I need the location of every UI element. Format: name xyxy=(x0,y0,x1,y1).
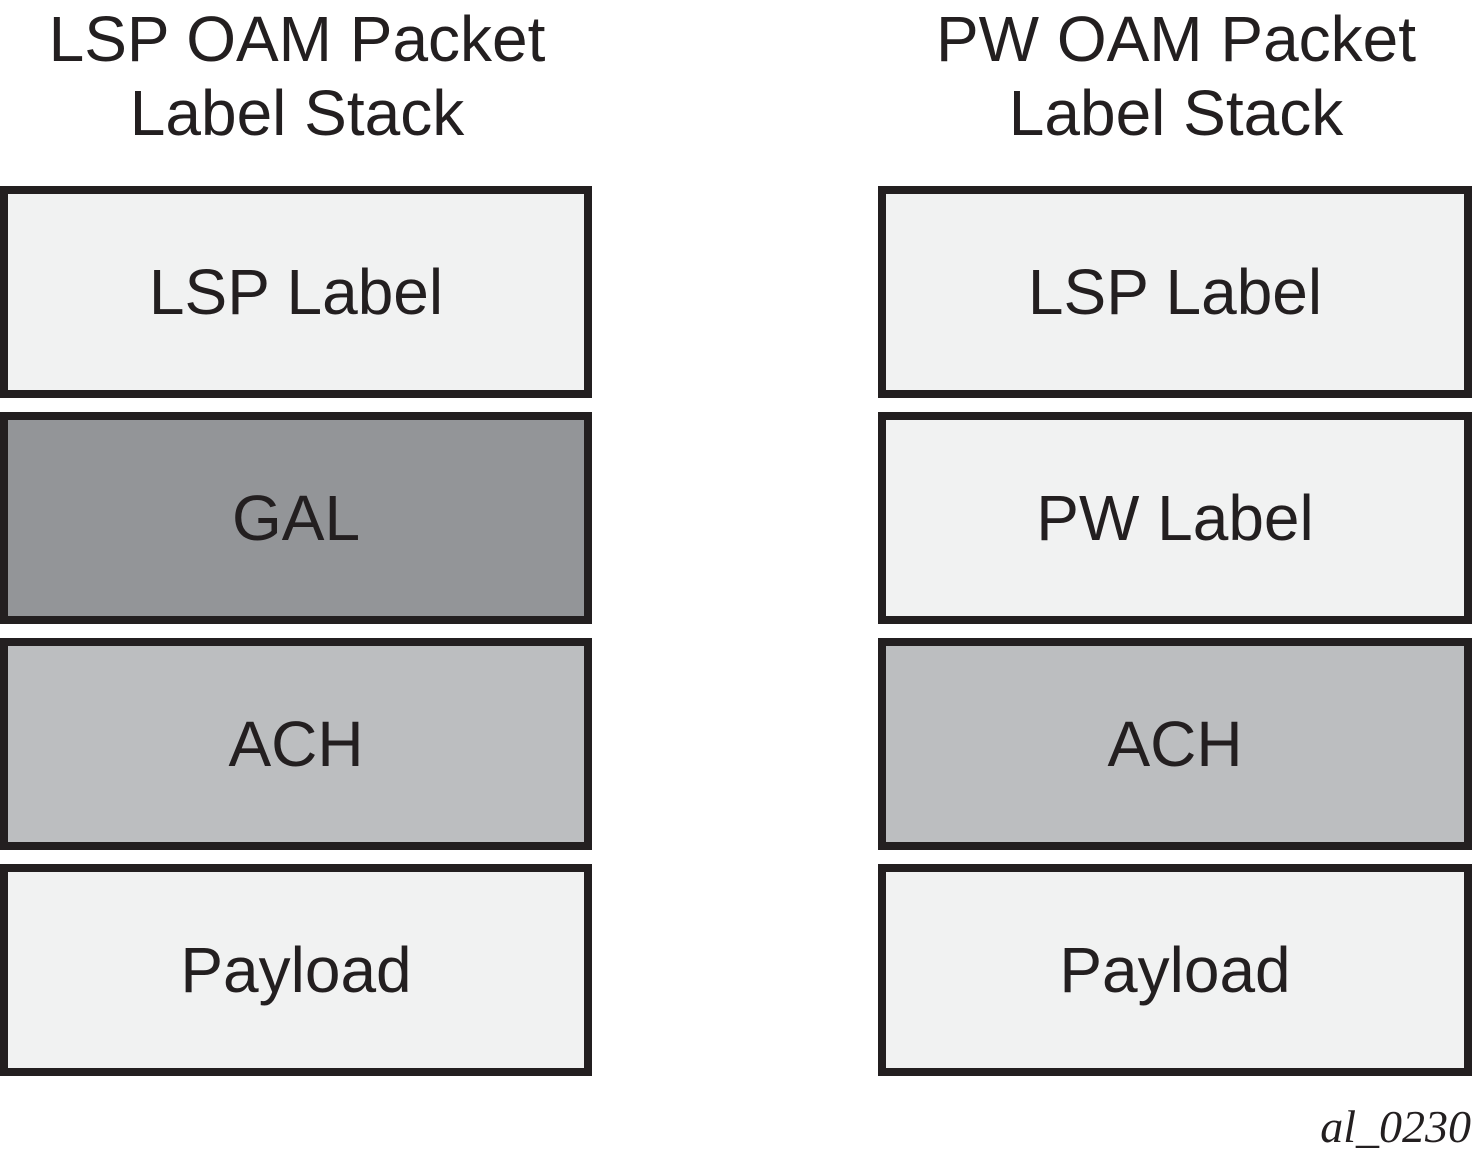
pw-stack-pw-label-block: PW Label xyxy=(878,412,1472,624)
pw-oam-stack-title: PW OAM Packet Label Stack xyxy=(826,2,1473,150)
lsp-oam-stack-title: LSP OAM Packet Label Stack xyxy=(0,2,647,150)
figure-id: al_0230 xyxy=(1320,1101,1471,1152)
title-line-1: LSP OAM Packet xyxy=(48,3,546,75)
title-line-2: Label Stack xyxy=(1008,77,1344,149)
pw-stack-ach-block: ACH xyxy=(878,638,1472,850)
block-label: ACH xyxy=(1107,708,1243,780)
block-label: PW Label xyxy=(1036,482,1314,554)
pw-stack-lsp-label-block: LSP Label xyxy=(878,186,1472,398)
pw-stack-payload-block: Payload xyxy=(878,864,1472,1076)
block-label: Payload xyxy=(180,934,412,1006)
title-line-2: Label Stack xyxy=(129,77,465,149)
lsp-stack-lsp-label-block: LSP Label xyxy=(0,186,592,398)
lsp-stack-ach-block: ACH xyxy=(0,638,592,850)
block-label: GAL xyxy=(231,482,361,554)
lsp-stack-payload-block: Payload xyxy=(0,864,592,1076)
lsp-stack-gal-block: GAL xyxy=(0,412,592,624)
block-label: LSP Label xyxy=(148,256,444,328)
block-label: Payload xyxy=(1059,934,1291,1006)
title-line-1: PW OAM Packet xyxy=(935,3,1417,75)
block-label: ACH xyxy=(228,708,364,780)
block-label: LSP Label xyxy=(1027,256,1323,328)
